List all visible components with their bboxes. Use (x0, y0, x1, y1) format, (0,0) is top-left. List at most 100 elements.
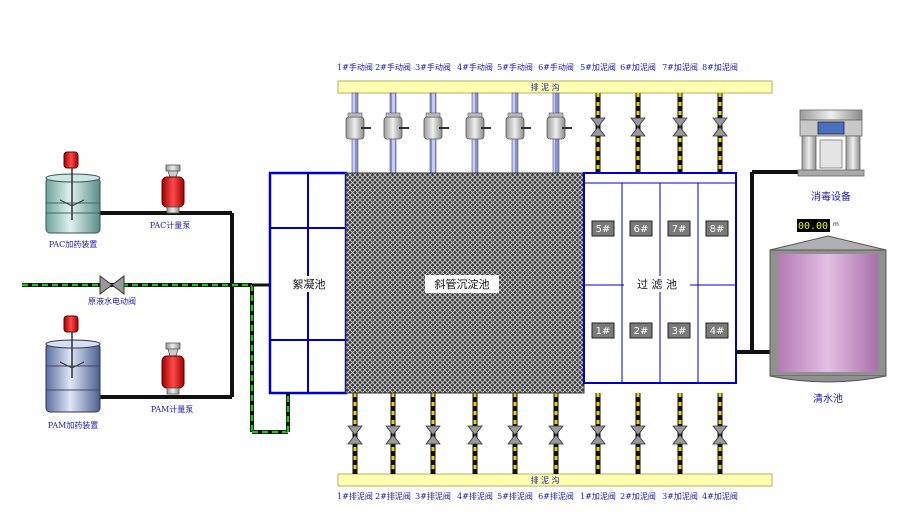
filter-cell-label: 1# (596, 326, 611, 337)
top-channel-label: 排 泥 沟 (530, 82, 559, 92)
filter-cell-5[interactable]: 5# (591, 220, 615, 237)
bottom-valve-7[interactable]: 1#加泥阀 (580, 393, 616, 501)
butterfly-valve-icon (347, 425, 363, 436)
top-valve-9[interactable]: 7#加泥阀 (662, 62, 698, 173)
filter-cell-group: 5# 6# 7# 8# 1# 2# 3# 4# (591, 220, 729, 339)
filter-cell-label: 7# (672, 224, 687, 235)
level-value: 00.00 (798, 221, 828, 232)
settling-tank-label: 斜管沉淀池 (435, 277, 490, 291)
top-valve-6[interactable]: 6#手动阀 (538, 62, 574, 174)
disinfection-equipment[interactable]: 消毒设备 (797, 109, 865, 203)
butterfly-valve-icon (385, 425, 401, 436)
bottom-sludge-channel: 排 泥 沟 (337, 473, 773, 487)
bottom-valve-label: 4#排泥阀 (457, 491, 493, 501)
top-valve-1[interactable]: 1#手动阀 (337, 62, 373, 174)
filter-cell-6[interactable]: 6# (629, 220, 653, 237)
top-valve-4[interactable]: 4#手动阀 (457, 62, 493, 174)
bottom-valve-label: 4#加泥阀 (702, 491, 738, 501)
top-valve-label: 5#手动阀 (497, 62, 533, 72)
top-valve-10[interactable]: 8#加泥阀 (702, 62, 738, 173)
filter-tank-label: 过 滤 池 (637, 278, 677, 291)
pac-pump-label: PAC计量泵 (150, 220, 191, 230)
top-valve-label: 5#加泥阀 (580, 62, 616, 72)
bottom-valve-3[interactable]: 3#排泥阀 (415, 393, 451, 501)
pam-dosing-device[interactable]: PAM加药装置 (45, 315, 101, 430)
filter-cell-label: 2# (634, 326, 649, 337)
top-valve-label: 7#加泥阀 (662, 62, 698, 72)
pam-pump-label: PAM计量泵 (151, 404, 194, 414)
raw-water-electric-valve[interactable]: 原液水电动阀 (88, 275, 136, 306)
top-valve-label: 4#手动阀 (457, 62, 493, 72)
pam-mixer-motor-icon (63, 315, 79, 333)
filter-cell-4[interactable]: 4# (705, 322, 729, 339)
top-valve-3[interactable]: 3#手动阀 (415, 62, 451, 174)
butterfly-valve-icon (590, 425, 606, 436)
outlet-piping (736, 170, 800, 354)
bottom-valve-4[interactable]: 4#排泥阀 (457, 393, 493, 501)
coagulation-tank: 絮凝池 (268, 171, 348, 395)
filter-cell-1[interactable]: 1# (591, 322, 615, 339)
top-valve-label: 3#手动阀 (415, 62, 451, 72)
top-valve-5[interactable]: 5#手动阀 (497, 62, 533, 174)
bottom-valve-label: 1#加泥阀 (580, 491, 616, 501)
filter-cell-label: 4# (710, 326, 725, 337)
filter-cell-3[interactable]: 3# (667, 322, 691, 339)
chemical-piping (22, 211, 290, 434)
butterfly-valve-icon (712, 117, 728, 128)
inclined-tube-settling-tank: 斜管沉淀池 (345, 172, 585, 394)
top-valve-8[interactable]: 6#加泥阀 (620, 62, 656, 173)
butterfly-valve-icon (712, 425, 728, 436)
pac-dosing-device[interactable]: PAC加药装置 (45, 151, 101, 249)
bottom-valve-label: 2#加泥阀 (620, 491, 656, 501)
filter-cell-8[interactable]: 8# (705, 220, 729, 237)
filter-cell-7[interactable]: 7# (667, 220, 691, 237)
bottom-valve-10[interactable]: 4#加泥阀 (702, 393, 738, 501)
bottom-valve-1[interactable]: 1#排泥阀 (337, 393, 373, 501)
filter-cell-label: 3# (672, 326, 687, 337)
disinfect-label: 消毒设备 (811, 190, 851, 203)
bottom-valve-8[interactable]: 2#加泥阀 (620, 393, 656, 501)
clear-tank-label: 清水池 (813, 392, 843, 405)
pac-mixer-motor-icon (63, 151, 79, 169)
bottom-valve-label: 2#排泥阀 (375, 491, 411, 501)
filter-tank: 过 滤 池 5# 6# 7# 8# 1# 2# 3# 4# (583, 172, 737, 384)
bottom-valve-label: 3#排泥阀 (415, 491, 451, 501)
level-unit: m (833, 221, 839, 228)
filter-cell-2[interactable]: 2# (629, 322, 653, 339)
bottom-valve-label: 6#排泥阀 (538, 491, 574, 501)
butterfly-valve-icon (467, 425, 483, 436)
bottom-valve-6[interactable]: 6#排泥阀 (538, 393, 574, 501)
bottom-valve-9[interactable]: 3#加泥阀 (662, 393, 698, 501)
butterfly-valve-icon (630, 117, 646, 128)
control-panel-icon (817, 121, 845, 135)
inlet-valve-label: 原液水电动阀 (88, 296, 136, 306)
top-valve-7[interactable]: 5#加泥阀 (580, 62, 616, 173)
filter-cell-label: 6# (634, 224, 649, 235)
top-valve-label: 8#加泥阀 (702, 62, 738, 72)
top-valve-label: 6#手动阀 (538, 62, 574, 72)
butterfly-valve-icon (507, 425, 523, 436)
top-valve-2[interactable]: 2#手动阀 (375, 62, 411, 174)
butterfly-valve-icon (672, 425, 688, 436)
filter-cell-label: 8# (710, 224, 725, 235)
bottom-valve-5[interactable]: 5#排泥阀 (497, 393, 533, 501)
clear-water-level-readout: 00.00 m (797, 219, 839, 232)
butterfly-valve-icon (590, 117, 606, 128)
butterfly-valve-icon (630, 425, 646, 436)
filter-cell-label: 5# (596, 224, 611, 235)
butterfly-valve-icon (548, 425, 564, 436)
top-valve-label: 1#手动阀 (337, 62, 373, 72)
bottom-valve-label: 5#排泥阀 (497, 491, 533, 501)
bottom-valve-label: 1#排泥阀 (337, 491, 373, 501)
clear-water-tank[interactable]: 清水池 (769, 235, 887, 405)
bottom-valve-label: 3#加泥阀 (662, 491, 698, 501)
top-valve-label: 2#手动阀 (375, 62, 411, 72)
top-valve-label: 6#加泥阀 (620, 62, 656, 72)
pam-metering-pump[interactable]: PAM计量泵 (151, 342, 194, 414)
bottom-valve-2[interactable]: 2#排泥阀 (375, 393, 411, 501)
butterfly-valve-icon (425, 425, 441, 436)
pac-metering-pump[interactable]: PAC计量泵 (150, 164, 191, 230)
